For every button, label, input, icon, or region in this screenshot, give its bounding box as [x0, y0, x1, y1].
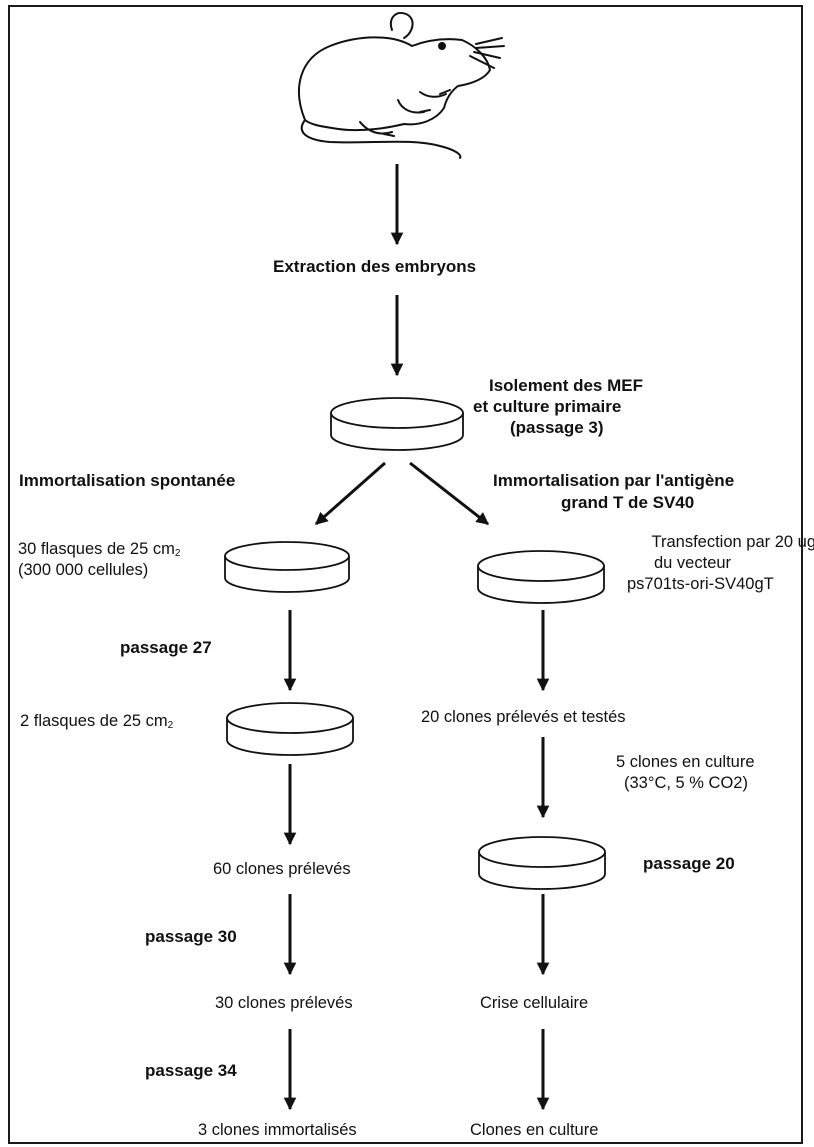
flasks-label-1: 30 flasques de 25 cm2: [18, 540, 181, 559]
clones-20-label: 20 clones prélevés et testés: [421, 708, 626, 726]
right-branch-title-2: grand T de SV40: [561, 493, 695, 512]
clones-3-label: 3 clones immortalisés: [198, 1121, 357, 1139]
arrow-down-icon: [315, 461, 386, 526]
passage-20-label: passage 20: [643, 854, 735, 873]
transfection-label-2: du vecteur: [654, 554, 732, 572]
clones-60-label: 60 clones prélevés: [213, 860, 351, 878]
culture-label-1: 5 clones en culture: [616, 753, 755, 771]
passage-27-label: passage 27: [120, 638, 212, 657]
isolement-label-2: et culture primaire: [473, 397, 622, 416]
transfection-label-3: ps701ts-ori-SV40gT: [627, 575, 774, 593]
clones-30-label: 30 clones prélevés: [215, 994, 353, 1012]
isolement-label-1: Isolement des MEF: [489, 376, 643, 395]
mouse-icon: [297, 12, 505, 159]
flasks-label-2: (300 000 cellules): [18, 561, 149, 579]
culture-dish-icon: [224, 541, 350, 593]
two-flasks-label: 2 flasques de 25 cm2: [20, 712, 174, 731]
arrow-down-icon: [409, 461, 489, 526]
crise-label: Crise cellulaire: [480, 994, 589, 1012]
passage-30-label: passage 30: [145, 927, 237, 946]
culture-dish-icon: [478, 836, 606, 890]
culture-dish-icon: [330, 397, 464, 451]
extraction-label: Extraction des embryons: [273, 257, 477, 276]
culture-label-2: (33°C, 5 % CO2): [624, 774, 748, 792]
culture-dish-icon: [226, 702, 354, 756]
right-branch-title-1: Immortalisation par l'antigène: [493, 471, 735, 490]
clones-culture-label: Clones en culture: [470, 1121, 599, 1139]
passage-34-label: passage 34: [145, 1061, 237, 1080]
left-branch-title: Immortalisation spontanée: [19, 471, 236, 490]
transfection-label-1: Transfection par 20 ug: [651, 533, 814, 551]
isolement-label-3: (passage 3): [510, 418, 604, 437]
diagram-frame: [8, 5, 803, 1144]
culture-dish-icon: [477, 550, 605, 604]
